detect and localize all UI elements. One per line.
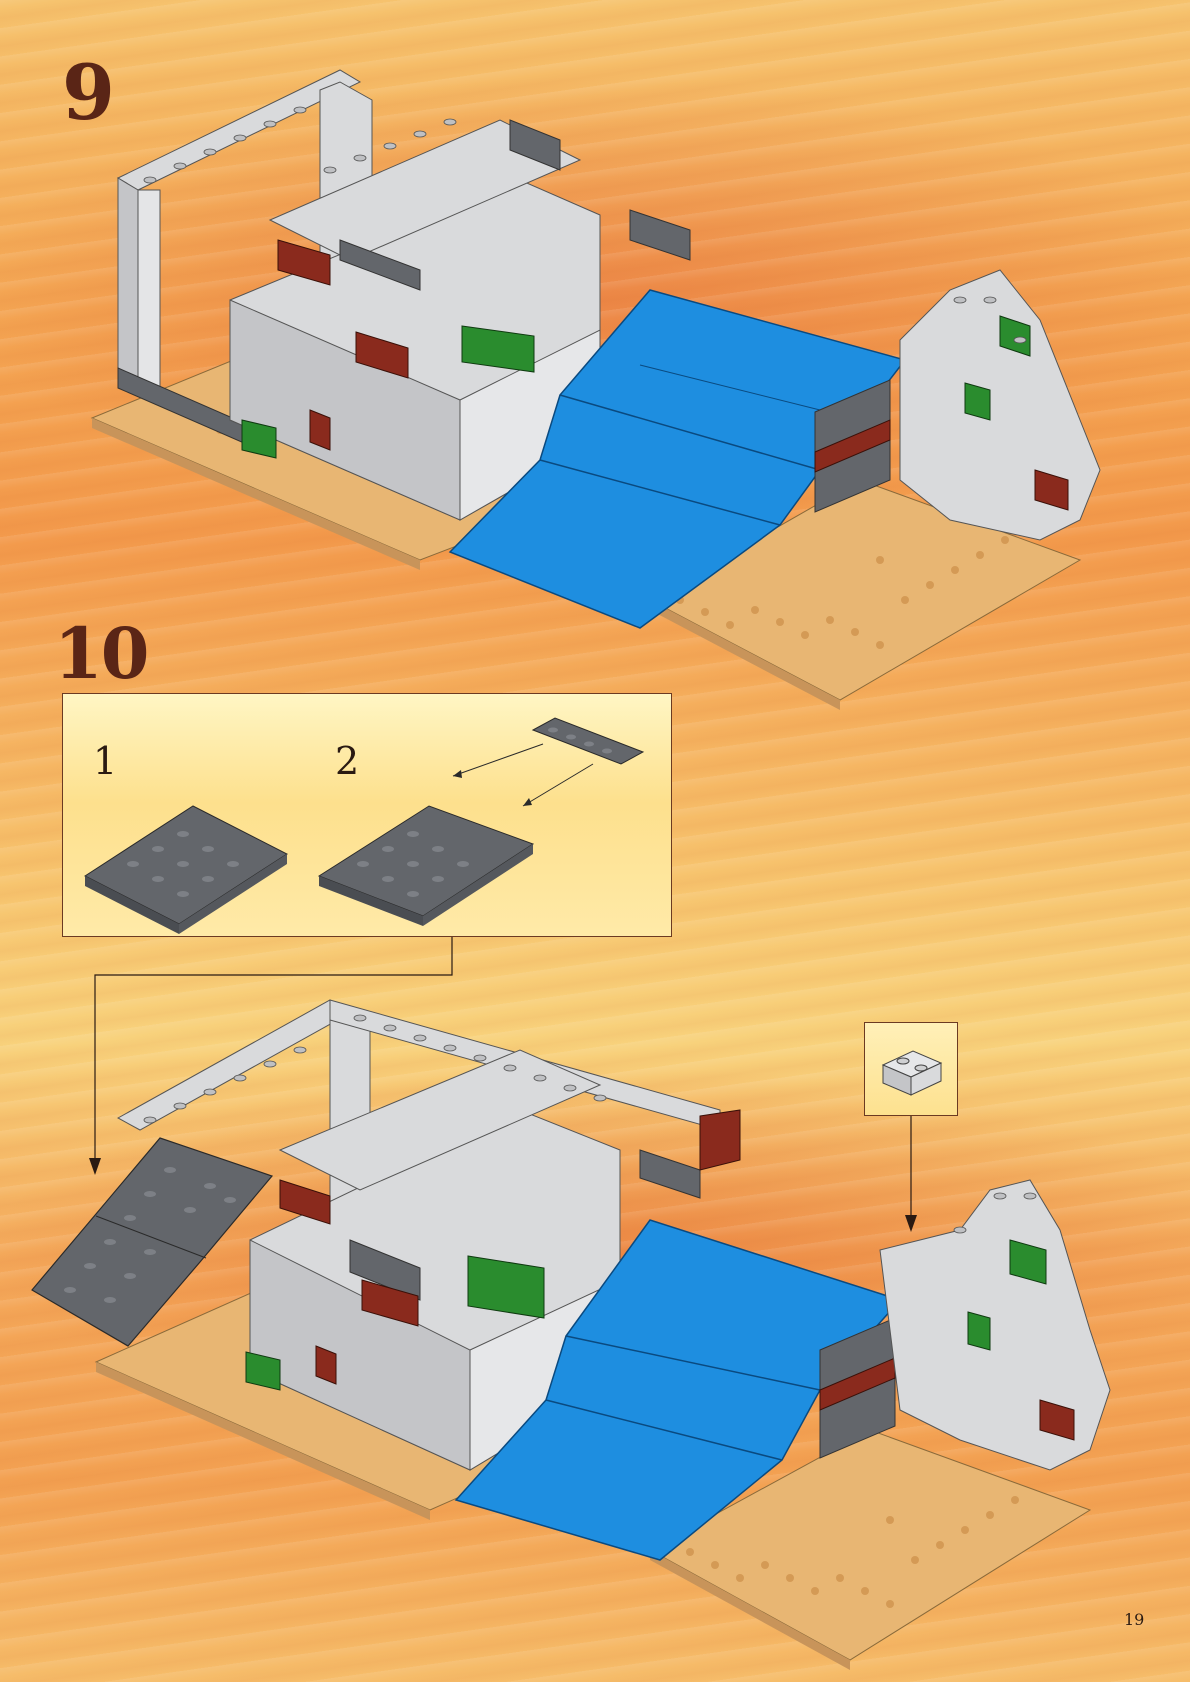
rock-formation-10 — [880, 1180, 1110, 1470]
page-number: 19 — [1124, 1610, 1144, 1629]
